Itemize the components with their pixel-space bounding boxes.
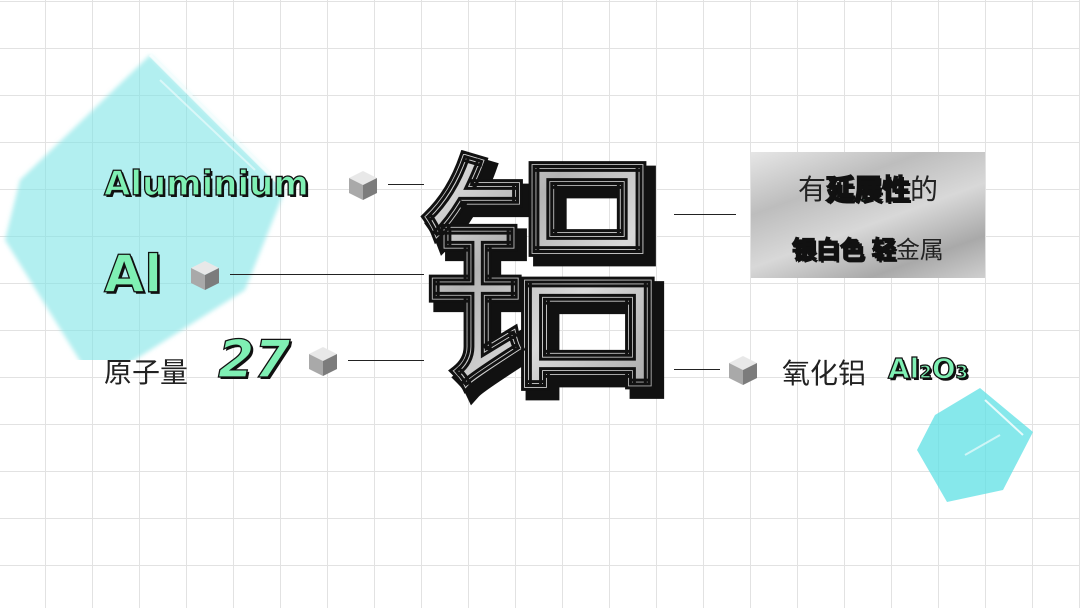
- property-highlight: 延展性: [825, 172, 910, 206]
- element-symbol: Al: [103, 244, 163, 305]
- oxide-formula-sub1: 2: [919, 361, 933, 383]
- oxide-label: 氧化铝: [782, 357, 867, 390]
- property-prefix: 有: [797, 173, 826, 206]
- oxide-formula-al: Al: [887, 351, 920, 385]
- cyan-diamond-right: [917, 388, 1033, 502]
- property-panel: 有延展性的 银白色 轻金属: [751, 152, 985, 278]
- svg-text:铝: 铝: [420, 150, 669, 410]
- color-highlight: 银白色: [792, 235, 865, 264]
- connector-line-property: [674, 214, 736, 215]
- oxide-formula-sub2: 3: [955, 361, 969, 383]
- element-name-english: Aluminium: [103, 163, 309, 204]
- atomic-mass-label: 原子量: [104, 356, 189, 389]
- metal-suffix: 金属: [895, 236, 944, 264]
- property-suffix: 的: [910, 173, 939, 206]
- connector-line-name: [388, 184, 424, 185]
- connector-line-symbol: [230, 274, 424, 275]
- cube-icon: [188, 258, 222, 292]
- cube-icon: [346, 168, 380, 202]
- oxide-formula-o: O: [931, 351, 956, 385]
- cube-icon: [726, 353, 760, 387]
- svg-text:铝: 铝: [426, 150, 670, 410]
- light-highlight: 轻: [871, 235, 896, 264]
- atomic-mass-value: 27: [217, 329, 291, 390]
- connector-line-oxide: [674, 369, 720, 370]
- cube-icon: [306, 344, 340, 378]
- oxide-formula: Al2O3: [887, 351, 969, 385]
- connector-line-mass: [348, 360, 424, 361]
- central-character: 铝 铝: [420, 150, 670, 410]
